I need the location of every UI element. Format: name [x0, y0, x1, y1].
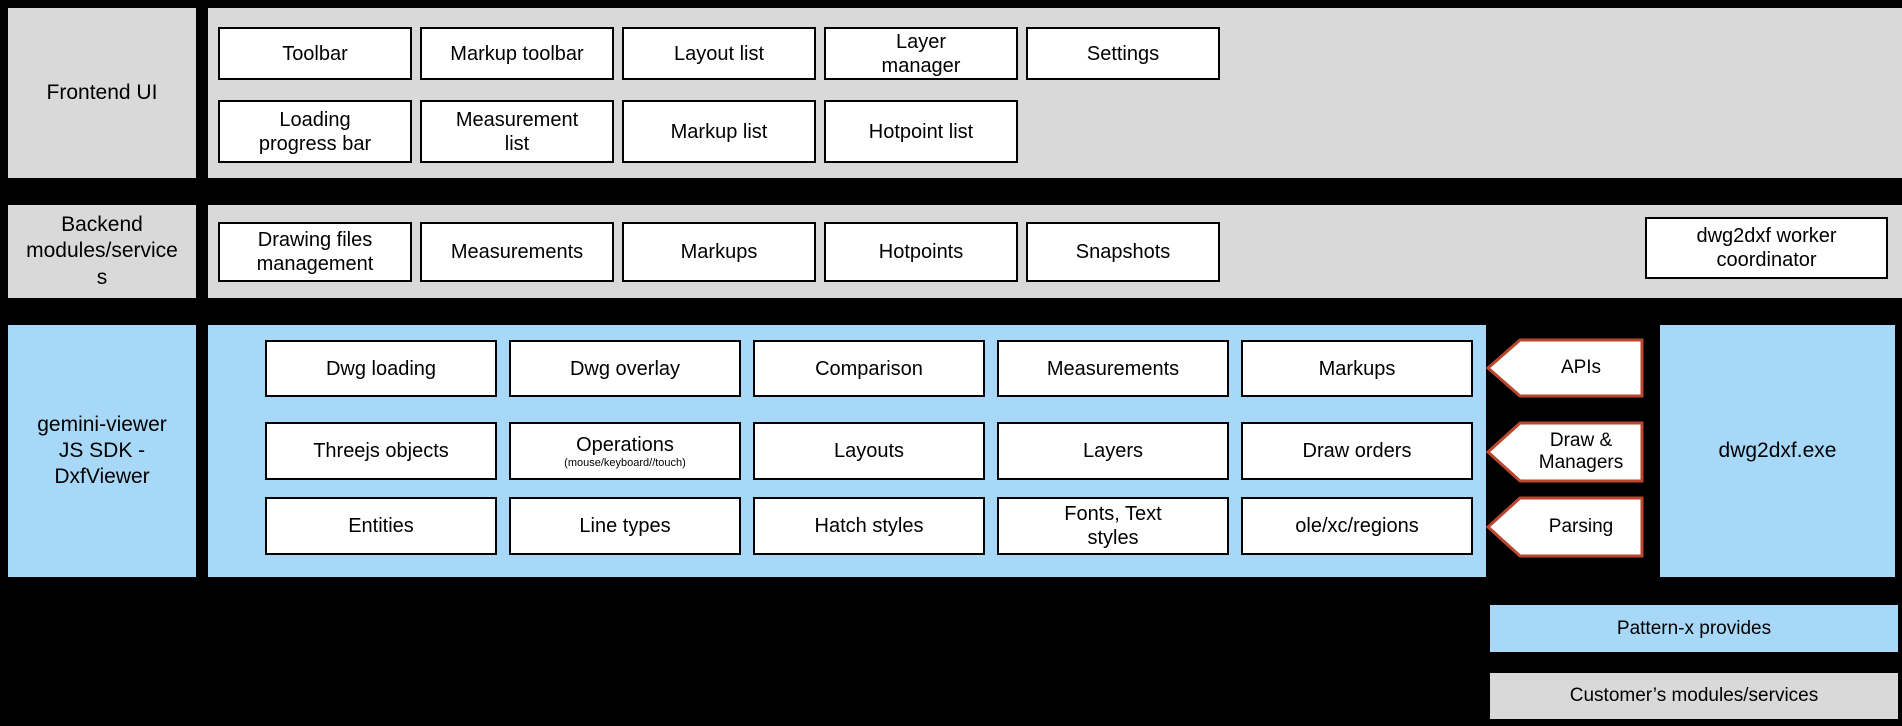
box-label: Threejs objects: [313, 440, 449, 462]
box-measurement-list: Measurement list: [420, 100, 614, 163]
box-label: Hotpoints: [878, 241, 964, 263]
box-layers: Layers: [997, 422, 1229, 480]
box-label: ole/xc/regions: [1295, 515, 1419, 537]
left-arrow-icon: [1486, 496, 1644, 558]
box-label: Line types: [579, 515, 671, 537]
box-label: Drawing files management: [256, 229, 374, 275]
box-toolbar: Toolbar: [218, 27, 412, 80]
box-hotpoints: Hotpoints: [824, 222, 1018, 282]
parsing-arrow-label: Parsing: [1548, 516, 1614, 538]
box-label: Dwg overlay: [569, 357, 681, 380]
backend-panel: Drawing files management Measurements Mark…: [208, 205, 1902, 298]
box-layouts: Layouts: [753, 422, 985, 480]
box-fonts-text-styles: Fonts, Text styles: [997, 497, 1229, 555]
box-label: Measurements: [1046, 357, 1180, 380]
box-label: Hatch styles: [814, 515, 924, 537]
legend-customer-modules: Customer’s modules/services: [1490, 673, 1898, 719]
apis-arrow-label: APIs: [1560, 357, 1602, 379]
box-label: Draw orders: [1302, 440, 1412, 462]
box-label: Loading progress bar: [258, 108, 372, 155]
left-arrow-icon: [1486, 421, 1644, 483]
box-ole-xc-regions: ole/xc/regions: [1241, 497, 1473, 555]
box-label: Markups: [1318, 357, 1396, 380]
box-label: Settings: [1086, 42, 1160, 65]
sdk-row-1: Dwg loading Dwg overlay Comparison Measurem…: [265, 340, 1473, 397]
box-dwg2dxf-worker-coordinator: dwg2dxf worker coordinator: [1645, 217, 1888, 279]
box-draw-orders: Draw orders: [1241, 422, 1473, 480]
draw-managers-arrow-label: Draw & Managers: [1538, 430, 1624, 473]
box-label: Layer manager: [881, 30, 961, 77]
box-label: Markups: [680, 241, 758, 263]
box-label: Measurement list: [455, 108, 579, 155]
box-label: Layouts: [833, 440, 905, 462]
box-sublabel: (mouse/keyboard//touch): [564, 456, 686, 469]
box-label: Entities: [348, 515, 414, 537]
box-label: Fonts, Text styles: [1064, 503, 1162, 549]
box-label: Snapshots: [1075, 241, 1171, 263]
sdk-panel: Dwg loading Dwg overlay Comparison Measurem…: [208, 325, 1486, 577]
frontend-ui-label: Frontend UI: [8, 8, 196, 178]
box-hatch-styles: Hatch styles: [753, 497, 985, 555]
box-measurements: Measurements: [997, 340, 1229, 397]
box-line-types: Line types: [509, 497, 741, 555]
box-operations: Operations(mouse/keyboard//touch): [509, 422, 741, 480]
backend-modules-label: Backend modules/services: [8, 205, 196, 298]
box-drawing-files-management: Drawing files management: [218, 222, 412, 282]
sdk-row-3: Entities Line types Hatch styles Fonts, Tex…: [265, 497, 1473, 555]
box-threejs-objects: Threejs objects: [265, 422, 497, 480]
box-label: Markup toolbar: [450, 42, 584, 65]
box-measurements: Measurements: [420, 222, 614, 282]
box-dwg2dxf-exe: dwg2dxf.exe: [1660, 325, 1895, 577]
box-markup-list: Markup list: [622, 100, 816, 163]
apis-arrow: APIs: [1486, 338, 1644, 398]
parsing-arrow: Parsing: [1486, 496, 1644, 558]
box-markups: Markups: [622, 222, 816, 282]
box-entities: Entities: [265, 497, 497, 555]
frontend-row-1: Toolbar Markup toolbar Layout list Layer ma…: [218, 27, 1220, 80]
box-layer-manager: Layer manager: [824, 27, 1018, 80]
left-arrow-icon: [1486, 338, 1644, 398]
box-dwg-loading: Dwg loading: [265, 340, 497, 397]
box-comparison: Comparison: [753, 340, 985, 397]
box-label: Markup list: [670, 120, 768, 143]
box-label: Dwg loading: [325, 357, 437, 380]
sdk-label: gemini-viewer JS SDK - DxfViewer: [8, 325, 196, 577]
box-label: Measurements: [450, 241, 584, 263]
box-label: Toolbar: [282, 42, 348, 65]
sdk-row-2: Threejs objects Operations(mouse/keyboard…: [265, 422, 1473, 480]
box-label: Operations: [576, 433, 674, 456]
box-hotpoint-list: Hotpoint list: [824, 100, 1018, 163]
frontend-row-2: Loading progress bar Measurement list Mark…: [218, 100, 1018, 163]
box-settings: Settings: [1026, 27, 1220, 80]
box-layout-list: Layout list: [622, 27, 816, 80]
box-dwg-overlay: Dwg overlay: [509, 340, 741, 397]
box-loading-progress-bar: Loading progress bar: [218, 100, 412, 163]
box-label: Layout list: [673, 42, 765, 65]
draw-managers-arrow: Draw & Managers: [1486, 421, 1644, 483]
frontend-panel: Toolbar Markup toolbar Layout list Layer ma…: [208, 8, 1902, 178]
box-markups: Markups: [1241, 340, 1473, 397]
box-label: Comparison: [815, 357, 923, 380]
box-label: Layers: [1082, 440, 1144, 462]
box-markup-toolbar: Markup toolbar: [420, 27, 614, 80]
box-label: Hotpoint list: [868, 120, 974, 143]
backend-row: Drawing files management Measurements Mark…: [218, 222, 1220, 282]
legend-pattern-x-provides: Pattern-x provides: [1490, 605, 1898, 652]
box-snapshots: Snapshots: [1026, 222, 1220, 282]
